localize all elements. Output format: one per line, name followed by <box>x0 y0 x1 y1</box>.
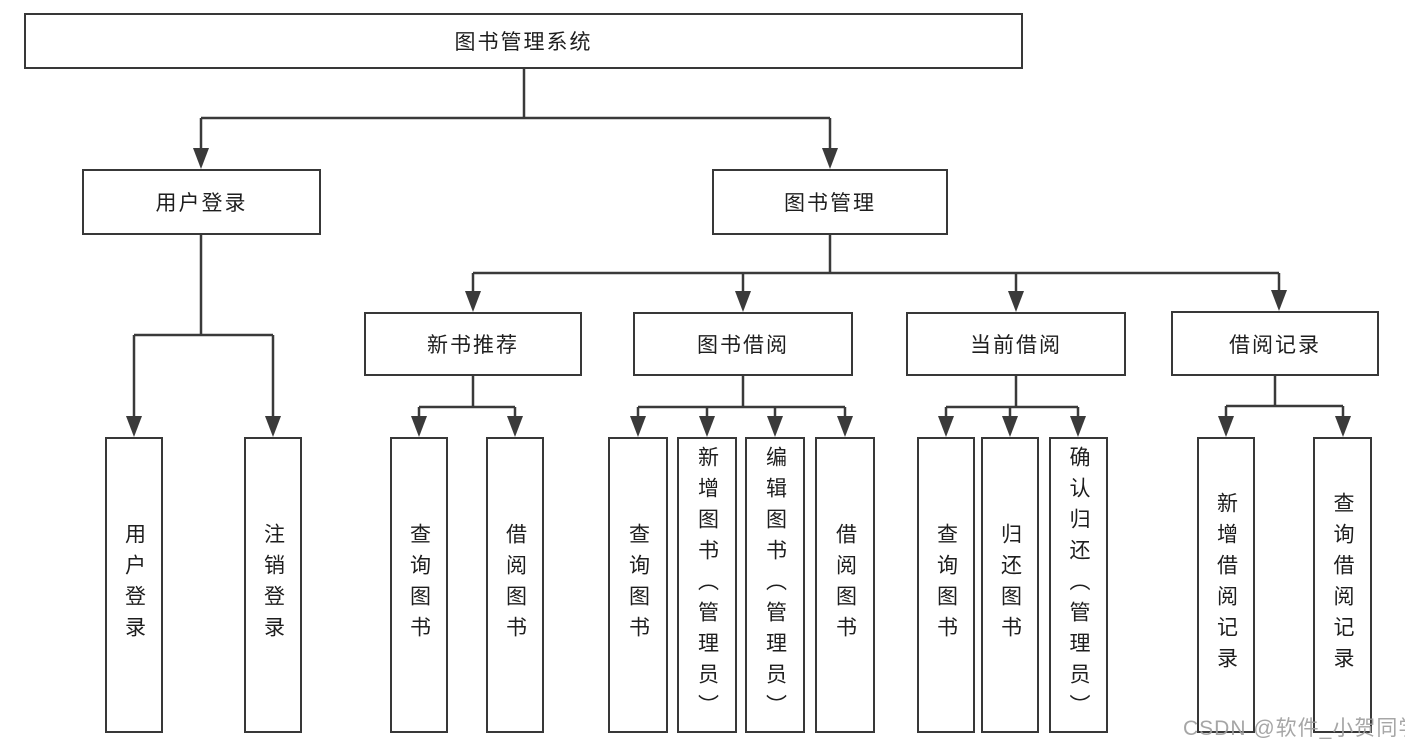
node-leaf-confirm-return-admin: 确认归还（管理员） <box>1049 437 1108 733</box>
node-label: 查询图书 <box>407 523 431 647</box>
node-label: 查询图书 <box>626 523 650 647</box>
node-label: 新书推荐 <box>427 334 519 357</box>
node-user-login: 用户登录 <box>82 169 321 235</box>
node-book-borrowing: 图书借阅 <box>633 312 853 376</box>
node-leaf-return-books: 归还图书 <box>981 437 1039 733</box>
node-current-borrowing: 当前借阅 <box>906 312 1126 376</box>
node-new-book-recommend: 新书推荐 <box>364 312 582 376</box>
arrow-down-icon <box>1008 273 1024 312</box>
node-label: 图书管理 <box>784 192 876 215</box>
node-leaf-add-borrow-record: 新增借阅记录 <box>1197 437 1255 733</box>
node-label: 借阅图书 <box>833 523 857 647</box>
watermark-text: CSDN @软件_小贺同学 <box>1183 717 1405 740</box>
node-library-management-system: 图书管理系统 <box>24 13 1023 69</box>
node-label: 新增图书（管理员） <box>695 445 719 725</box>
node-label: 确认归还（管理员） <box>1067 445 1091 725</box>
arrow-down-icon <box>193 118 209 169</box>
node-label: 查询图书 <box>934 523 958 647</box>
arrow-down-icon <box>699 407 715 437</box>
node-label: 新增借阅记录 <box>1214 492 1238 678</box>
node-label: 归还图书 <box>998 523 1022 647</box>
node-leaf-query-books-1: 查询图书 <box>390 437 448 733</box>
arrow-down-icon <box>1335 406 1351 437</box>
node-label: 用户登录 <box>122 523 146 647</box>
node-leaf-edit-books-admin: 编辑图书（管理员） <box>745 437 805 733</box>
arrow-down-icon <box>735 273 751 312</box>
node-leaf-add-books-admin: 新增图书（管理员） <box>677 437 737 733</box>
connector-currentborrow-to-leaves <box>946 376 1078 409</box>
node-leaf-logout: 注销登录 <box>244 437 302 733</box>
connector-borrowrecord-to-leaves <box>1226 376 1343 408</box>
node-leaf-query-borrow-record: 查询借阅记录 <box>1313 437 1372 733</box>
node-book-management: 图书管理 <box>712 169 948 235</box>
node-leaf-query-books-3: 查询图书 <box>917 437 975 733</box>
node-label: 图书借阅 <box>697 334 789 357</box>
arrow-down-icon <box>1271 273 1287 311</box>
connector-userlogin-to-leaves <box>134 235 273 337</box>
connector-bookborrow-to-leaves <box>638 376 845 409</box>
connector-newbookrec-to-leaves <box>419 376 515 409</box>
node-label: 查询借阅记录 <box>1331 492 1355 678</box>
node-borrowing-records: 借阅记录 <box>1171 311 1379 376</box>
node-label: 图书管理系统 <box>454 31 593 54</box>
arrow-down-icon <box>630 407 646 437</box>
arrow-down-icon <box>822 118 838 169</box>
node-leaf-query-books-2: 查询图书 <box>608 437 668 733</box>
node-label: 借阅记录 <box>1229 333 1321 357</box>
arrow-down-icon <box>265 335 281 437</box>
arrow-down-icon <box>1070 407 1086 437</box>
arrow-down-icon <box>411 407 427 437</box>
arrow-down-icon <box>767 407 783 437</box>
node-label: 当前借阅 <box>970 334 1062 357</box>
connector-root-to-level2 <box>201 69 830 120</box>
node-label: 借阅图书 <box>503 523 527 647</box>
arrow-down-icon <box>938 407 954 437</box>
arrow-down-icon <box>126 335 142 437</box>
arrow-down-icon <box>507 407 523 437</box>
arrow-down-icon <box>465 273 481 312</box>
arrow-down-icon <box>1002 407 1018 437</box>
node-leaf-borrow-books-2: 借阅图书 <box>815 437 875 733</box>
arrow-down-icon <box>837 407 853 437</box>
node-leaf-borrow-books-1: 借阅图书 <box>486 437 544 733</box>
connector-bookmgmt-to-level3 <box>473 235 1279 275</box>
node-label: 用户登录 <box>155 192 248 215</box>
node-leaf-user-login: 用户登录 <box>105 437 163 733</box>
node-label: 注销登录 <box>261 523 285 647</box>
node-label: 编辑图书（管理员） <box>763 445 787 725</box>
arrow-down-icon <box>1218 406 1234 437</box>
